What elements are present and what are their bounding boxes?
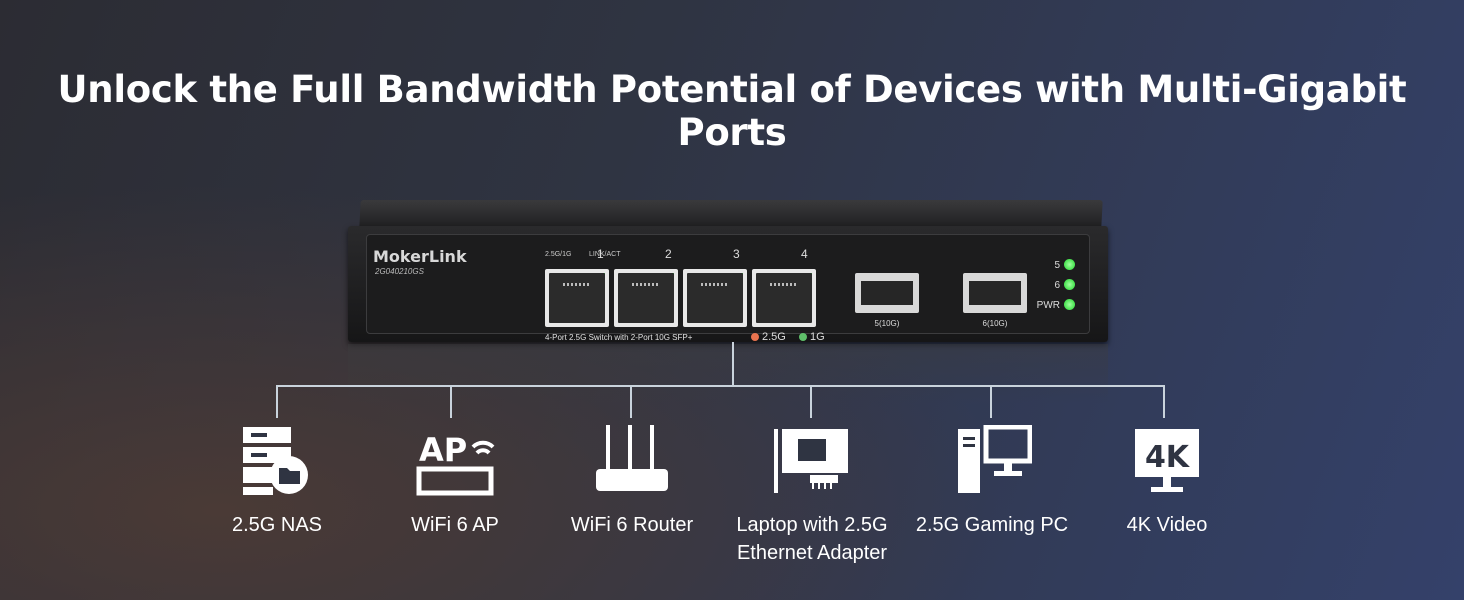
branch-line bbox=[276, 385, 278, 418]
link-act-header: LINK/ACT bbox=[589, 251, 621, 258]
device-label: Laptop with 2.5G Ethernet Adapter bbox=[736, 514, 888, 564]
port-number: 1 bbox=[597, 247, 604, 261]
branch-line bbox=[450, 385, 452, 418]
access-point-icon: AP bbox=[415, 425, 495, 497]
device-label: 2.5G NAS bbox=[231, 514, 323, 536]
device-ethernet-adapter: Laptop with 2.5G Ethernet Adapter bbox=[712, 425, 912, 567]
device-nas: 2.5G NAS bbox=[177, 425, 377, 539]
switch-caption: 4-Port 2.5G Switch with 2-Port 10G SFP+ bbox=[545, 333, 693, 342]
nas-icon bbox=[237, 425, 317, 497]
status-led-5: 5 bbox=[1054, 259, 1075, 271]
device-router: WiFi 6 Router bbox=[532, 425, 732, 539]
gaming-pc-icon bbox=[952, 424, 1033, 497]
device-4k-video: 4K 4K Video bbox=[1067, 425, 1267, 539]
device-label: 4K Video bbox=[1126, 514, 1208, 536]
switch-front-panel: MokerLink 2G040210GS 2.5G/1G LINK/ACT 1 … bbox=[366, 234, 1090, 343]
rj45-port bbox=[752, 269, 816, 327]
bus-line bbox=[276, 385, 1165, 387]
branch-line bbox=[630, 385, 632, 418]
4k-monitor-icon: 4K bbox=[1127, 425, 1207, 497]
sfp-port bbox=[855, 273, 919, 323]
network-switch: MokerLink 2G040210GS 2.5G/1G LINK/ACT 1 … bbox=[348, 226, 1108, 343]
sfp-label: 6(10G) bbox=[982, 319, 1008, 328]
rj45-port bbox=[614, 269, 678, 327]
port-number: 2 bbox=[665, 247, 672, 261]
rj45-port bbox=[545, 269, 609, 327]
router-icon bbox=[592, 425, 672, 497]
rj45-port bbox=[683, 269, 747, 327]
port-number: 4 bbox=[801, 247, 808, 261]
switch-reflection bbox=[348, 344, 1108, 404]
device-label: WiFi 6 AP bbox=[411, 514, 499, 536]
device-label: WiFi 6 Router bbox=[570, 514, 694, 536]
4k-text: 4K bbox=[1145, 440, 1191, 475]
device-label: 2.5G Gaming PC bbox=[915, 514, 1069, 536]
branch-line bbox=[810, 385, 812, 418]
branch-line bbox=[1163, 385, 1165, 418]
branch-line bbox=[990, 385, 992, 418]
green-dot-icon bbox=[799, 333, 807, 341]
device-gaming-pc: 2.5G Gaming PC bbox=[892, 424, 1092, 539]
brand-logo: MokerLink bbox=[373, 247, 467, 266]
headline: Unlock the Full Bandwidth Potential of D… bbox=[57, 68, 1407, 154]
legend-2-5g: 2.5G bbox=[751, 331, 786, 343]
model-number: 2G040210GS bbox=[375, 267, 424, 276]
sfp-port bbox=[963, 273, 1027, 323]
status-led-6: 6 bbox=[1054, 279, 1075, 291]
ap-text: AP bbox=[419, 431, 467, 469]
legend-1g: 1G bbox=[799, 331, 825, 343]
led-icon bbox=[1064, 299, 1075, 310]
port-speed-header: 2.5G/1G bbox=[545, 251, 572, 258]
status-led-pwr: PWR bbox=[1037, 299, 1075, 311]
orange-dot-icon bbox=[751, 333, 759, 341]
port-number: 3 bbox=[733, 247, 740, 261]
led-icon bbox=[1064, 259, 1075, 270]
sfp-label: 5(10G) bbox=[874, 319, 900, 328]
trunk-line bbox=[732, 342, 734, 386]
device-access-point: AP WiFi 6 AP bbox=[355, 425, 555, 539]
network-adapter-icon bbox=[772, 425, 852, 497]
led-icon bbox=[1064, 279, 1075, 290]
switch-top-panel bbox=[359, 200, 1103, 228]
